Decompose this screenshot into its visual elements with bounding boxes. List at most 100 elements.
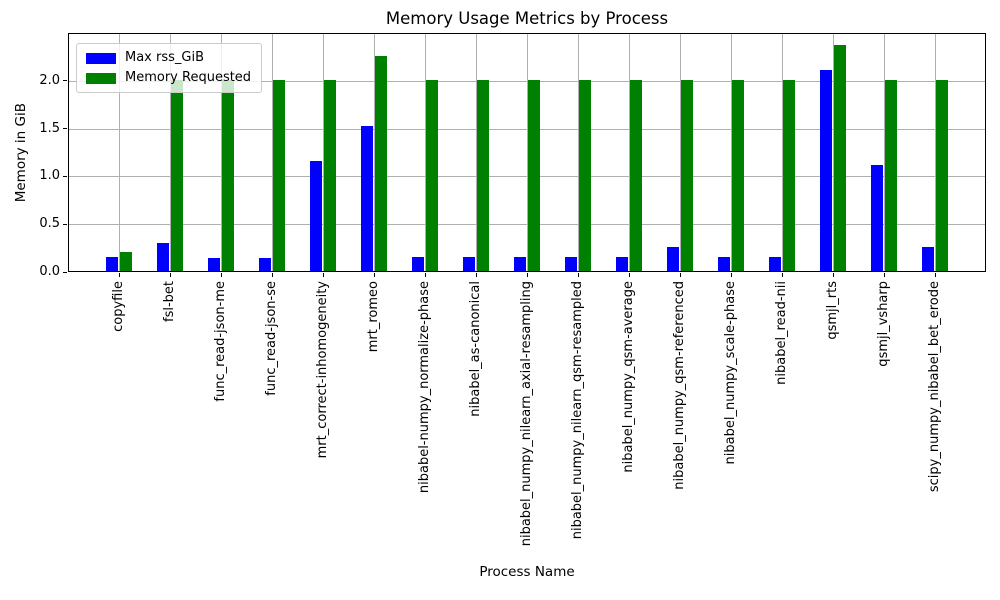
bar-max-rss-gib — [462, 256, 476, 271]
x-tick-label: nibabel_numpy_scale-phase — [723, 281, 738, 465]
y-tickmark — [63, 128, 67, 130]
x-tickmark — [475, 273, 477, 277]
x-tickmark — [118, 273, 120, 277]
x-tick-label: nibabel_numpy_nilearn_qsm-resampled — [570, 281, 585, 540]
x-gridline — [272, 34, 273, 271]
x-tick-label: nibabel_numpy_nilearn_axial-resampling — [519, 281, 534, 547]
x-tickmark — [883, 273, 885, 277]
x-tickmark — [628, 273, 630, 277]
y-tickmark — [63, 223, 67, 225]
bar-max-rss-gib — [411, 256, 425, 271]
y-tick-label: 0.0 — [39, 264, 60, 279]
y-tick-label: 1.5 — [39, 120, 60, 136]
bar-max-rss-gib — [258, 257, 272, 271]
bar-memory-requested — [833, 45, 847, 271]
x-tickmark — [424, 273, 426, 277]
x-tickmark — [220, 273, 222, 277]
bar-max-rss-gib — [615, 256, 629, 271]
bar-memory-requested — [731, 79, 745, 271]
x-gridline — [527, 34, 528, 271]
bar-memory-requested — [272, 79, 286, 271]
x-tick-label: copyfile — [111, 281, 126, 332]
x-tick-label: nibabel_as-canonical — [468, 281, 483, 417]
x-tickmark — [322, 273, 324, 277]
legend-swatch-memory-requested — [86, 72, 116, 84]
x-tick-label: nibabel_read-nii — [774, 281, 789, 385]
x-gridline — [731, 34, 732, 271]
chart-title: Memory Usage Metrics by Process — [385, 9, 669, 28]
bar-max-rss-gib — [819, 70, 833, 271]
x-tick-label: func_read-json-me — [213, 281, 228, 402]
bar-max-rss-gib — [717, 256, 731, 271]
bar-max-rss-gib — [870, 164, 884, 271]
x-tickmark — [679, 273, 681, 277]
bar-max-rss-gib — [513, 256, 527, 271]
x-tick-label: qsmjl_rts — [825, 281, 840, 340]
x-gridline — [374, 34, 375, 271]
x-tick-label: qsmjl_vsharp — [876, 281, 891, 367]
legend-label: Memory Requested — [125, 70, 252, 85]
bar-max-rss-gib — [105, 256, 119, 271]
x-axis-label: Process Name — [479, 564, 575, 580]
bar-memory-requested — [425, 79, 439, 271]
bar-max-rss-gib — [921, 247, 935, 271]
x-tickmark — [934, 273, 936, 277]
bar-memory-requested — [323, 79, 337, 271]
x-gridline — [425, 34, 426, 271]
y-tickmark — [63, 175, 67, 177]
legend-label: Max rss_GiB — [125, 50, 205, 65]
bar-memory-requested — [374, 55, 388, 271]
x-tick-label: nibabel-numpy_normalize-phase — [417, 281, 432, 494]
bar-memory-requested — [935, 79, 949, 271]
bar-memory-requested — [884, 79, 898, 271]
bar-memory-requested — [476, 79, 490, 271]
bar-max-rss-gib — [768, 256, 782, 271]
legend-row: Max rss_GiB — [86, 51, 251, 65]
x-tickmark — [526, 273, 528, 277]
x-tick-label: nibabel_numpy_qsm-referenced — [672, 281, 687, 490]
bar-memory-requested — [578, 79, 592, 271]
legend-row: Memory Requested — [86, 71, 251, 85]
y-tickmark — [63, 80, 67, 82]
bar-max-rss-gib — [564, 256, 578, 271]
x-gridline — [578, 34, 579, 271]
x-tick-label: nibabel_numpy_qsm-average — [621, 281, 636, 473]
bar-max-rss-gib — [666, 247, 680, 271]
bar-memory-requested — [221, 79, 235, 271]
x-tick-label: mrt_correct-inhomogeneity — [315, 281, 330, 459]
x-tickmark — [832, 273, 834, 277]
x-tickmark — [169, 273, 171, 277]
x-gridline — [782, 34, 783, 271]
x-tickmark — [373, 273, 375, 277]
x-gridline — [323, 34, 324, 271]
x-tick-label: mrt_romeo — [366, 281, 381, 353]
x-gridline — [476, 34, 477, 271]
x-tickmark — [271, 273, 273, 277]
x-gridline — [884, 34, 885, 271]
bar-memory-requested — [527, 79, 541, 271]
bar-memory-requested — [782, 79, 796, 271]
legend-swatch-max-rss-gib — [86, 52, 116, 64]
y-axis-label: Memory in GiB — [13, 102, 29, 203]
x-tickmark — [730, 273, 732, 277]
x-gridline — [221, 34, 222, 271]
bar-memory-requested — [629, 79, 643, 271]
bar-max-rss-gib — [156, 243, 170, 271]
bar-memory-requested — [680, 79, 694, 271]
bar-max-rss-gib — [309, 161, 323, 271]
x-gridline — [680, 34, 681, 271]
bar-memory-requested — [170, 79, 184, 271]
y-tick-label: 0.5 — [39, 216, 60, 232]
x-gridline — [629, 34, 630, 271]
legend: Max rss_GiB Memory Requested — [76, 43, 263, 93]
x-tick-label: func_read-json-se — [264, 281, 279, 396]
x-tickmark — [781, 273, 783, 277]
x-tickmark — [577, 273, 579, 277]
bar-max-rss-gib — [360, 125, 374, 271]
y-tick-label: 2.0 — [39, 72, 60, 88]
x-tick-label: fsl-bet — [162, 281, 177, 322]
y-tick-label: 1.0 — [39, 168, 60, 184]
y-tickmark — [63, 271, 67, 273]
x-gridline — [170, 34, 171, 271]
